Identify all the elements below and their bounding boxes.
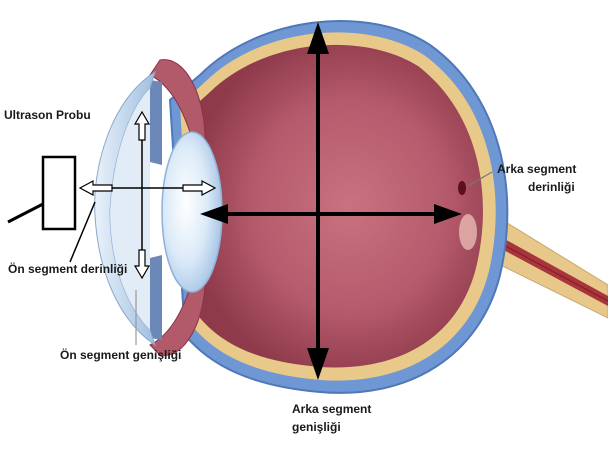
anterior-width-label: Ön segment genişliği [60,348,181,363]
posterior-width-label-line2: genişliği [292,420,341,435]
anterior-depth-label: Ön segment derinliği [8,262,127,277]
posterior-depth-label-line1: Arka segment [497,162,576,177]
fovea-spot [458,181,466,195]
posterior-width-label-line1: Arka segment [292,402,371,417]
posterior-depth-label-line2: derinliği [528,180,575,195]
iris [150,80,162,340]
ultrasound-probe [43,157,75,229]
probe-cable [8,204,43,222]
probe-label: Ultrason Probu [4,108,91,123]
optic-disc [459,214,477,250]
